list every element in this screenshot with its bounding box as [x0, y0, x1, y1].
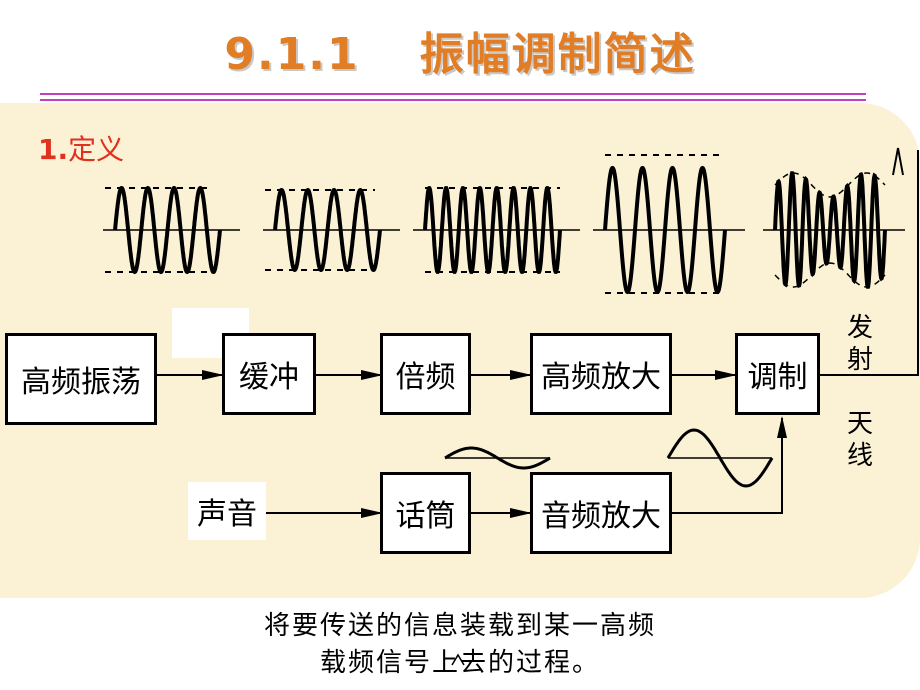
block-hf-amplifier: 高频放大 [530, 333, 672, 415]
block-multiplier: 倍频 [380, 333, 471, 415]
audio-wave-mic [444, 446, 551, 470]
title-divider-top [40, 93, 866, 95]
section-number: 9.1.1 [224, 29, 360, 80]
definition-text: 定义 [68, 133, 125, 166]
caption-line-1: 将要传送的信息装载到某一高频 [263, 611, 656, 641]
page-title: 9.1.1 振幅调制简述 [0, 18, 920, 82]
arrow-afamp-modulator [670, 416, 787, 514]
antenna-label: 天 线 [845, 408, 875, 472]
block-oscillator: 高频振荡 [5, 333, 157, 425]
transmit-char-2: 射 [846, 345, 873, 375]
block-modulator: 调制 [735, 333, 820, 415]
line-modulator-antenna [818, 150, 919, 376]
definition-label: 1.定义 [38, 128, 124, 168]
block-buffer: 缓冲 [222, 333, 316, 415]
audio-wave-afamp [666, 428, 774, 488]
antenna-char-1: 天 [846, 409, 873, 439]
block-microphone: 话筒 [380, 472, 471, 554]
caret-mark [451, 653, 465, 666]
carrier-wave-hfamp [593, 154, 745, 295]
block-af-amplifier: 音频放大 [530, 472, 672, 554]
modulated-wave [763, 171, 905, 289]
caption-line-2: 载频信号上去的过程。 [319, 648, 600, 678]
carrier-wave-multiplier [413, 186, 580, 274]
transmit-label: 发 射 [845, 312, 875, 376]
antenna-char-2: 线 [846, 441, 873, 471]
antenna-icon [892, 147, 904, 176]
definition-number: 1. [38, 133, 69, 166]
section-title: 振幅调制简述 [419, 29, 696, 80]
transmit-char-1: 发 [846, 313, 873, 343]
carrier-wave-oscillator [103, 185, 240, 275]
carrier-wave-buffer [263, 187, 400, 273]
signal-connectors [155, 147, 919, 518]
title-divider-bottom [40, 99, 866, 101]
label-sound: 声音 [188, 482, 266, 540]
